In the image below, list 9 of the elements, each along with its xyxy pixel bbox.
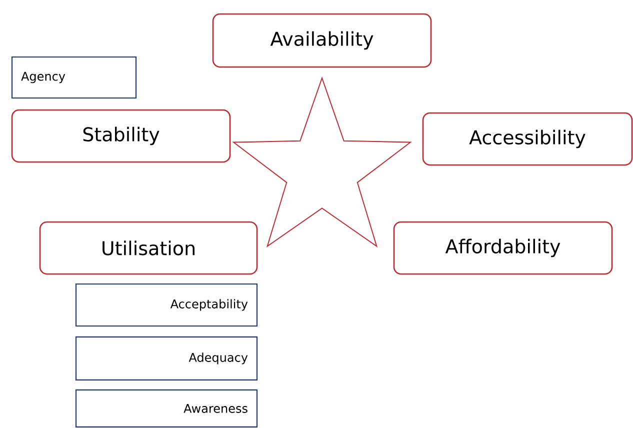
concept-box: Stability: [11, 109, 231, 163]
concept-box: Utilisation: [39, 221, 258, 275]
sub-box: Acceptability: [75, 283, 258, 327]
concept-box: Availability: [212, 13, 432, 68]
sub-box: Adequacy: [75, 336, 258, 381]
concept-box: Affordability: [393, 221, 613, 275]
concept-box: Accessibility: [422, 112, 633, 166]
sub-box: Awareness: [75, 389, 258, 428]
sub-box: Agency: [11, 56, 137, 99]
